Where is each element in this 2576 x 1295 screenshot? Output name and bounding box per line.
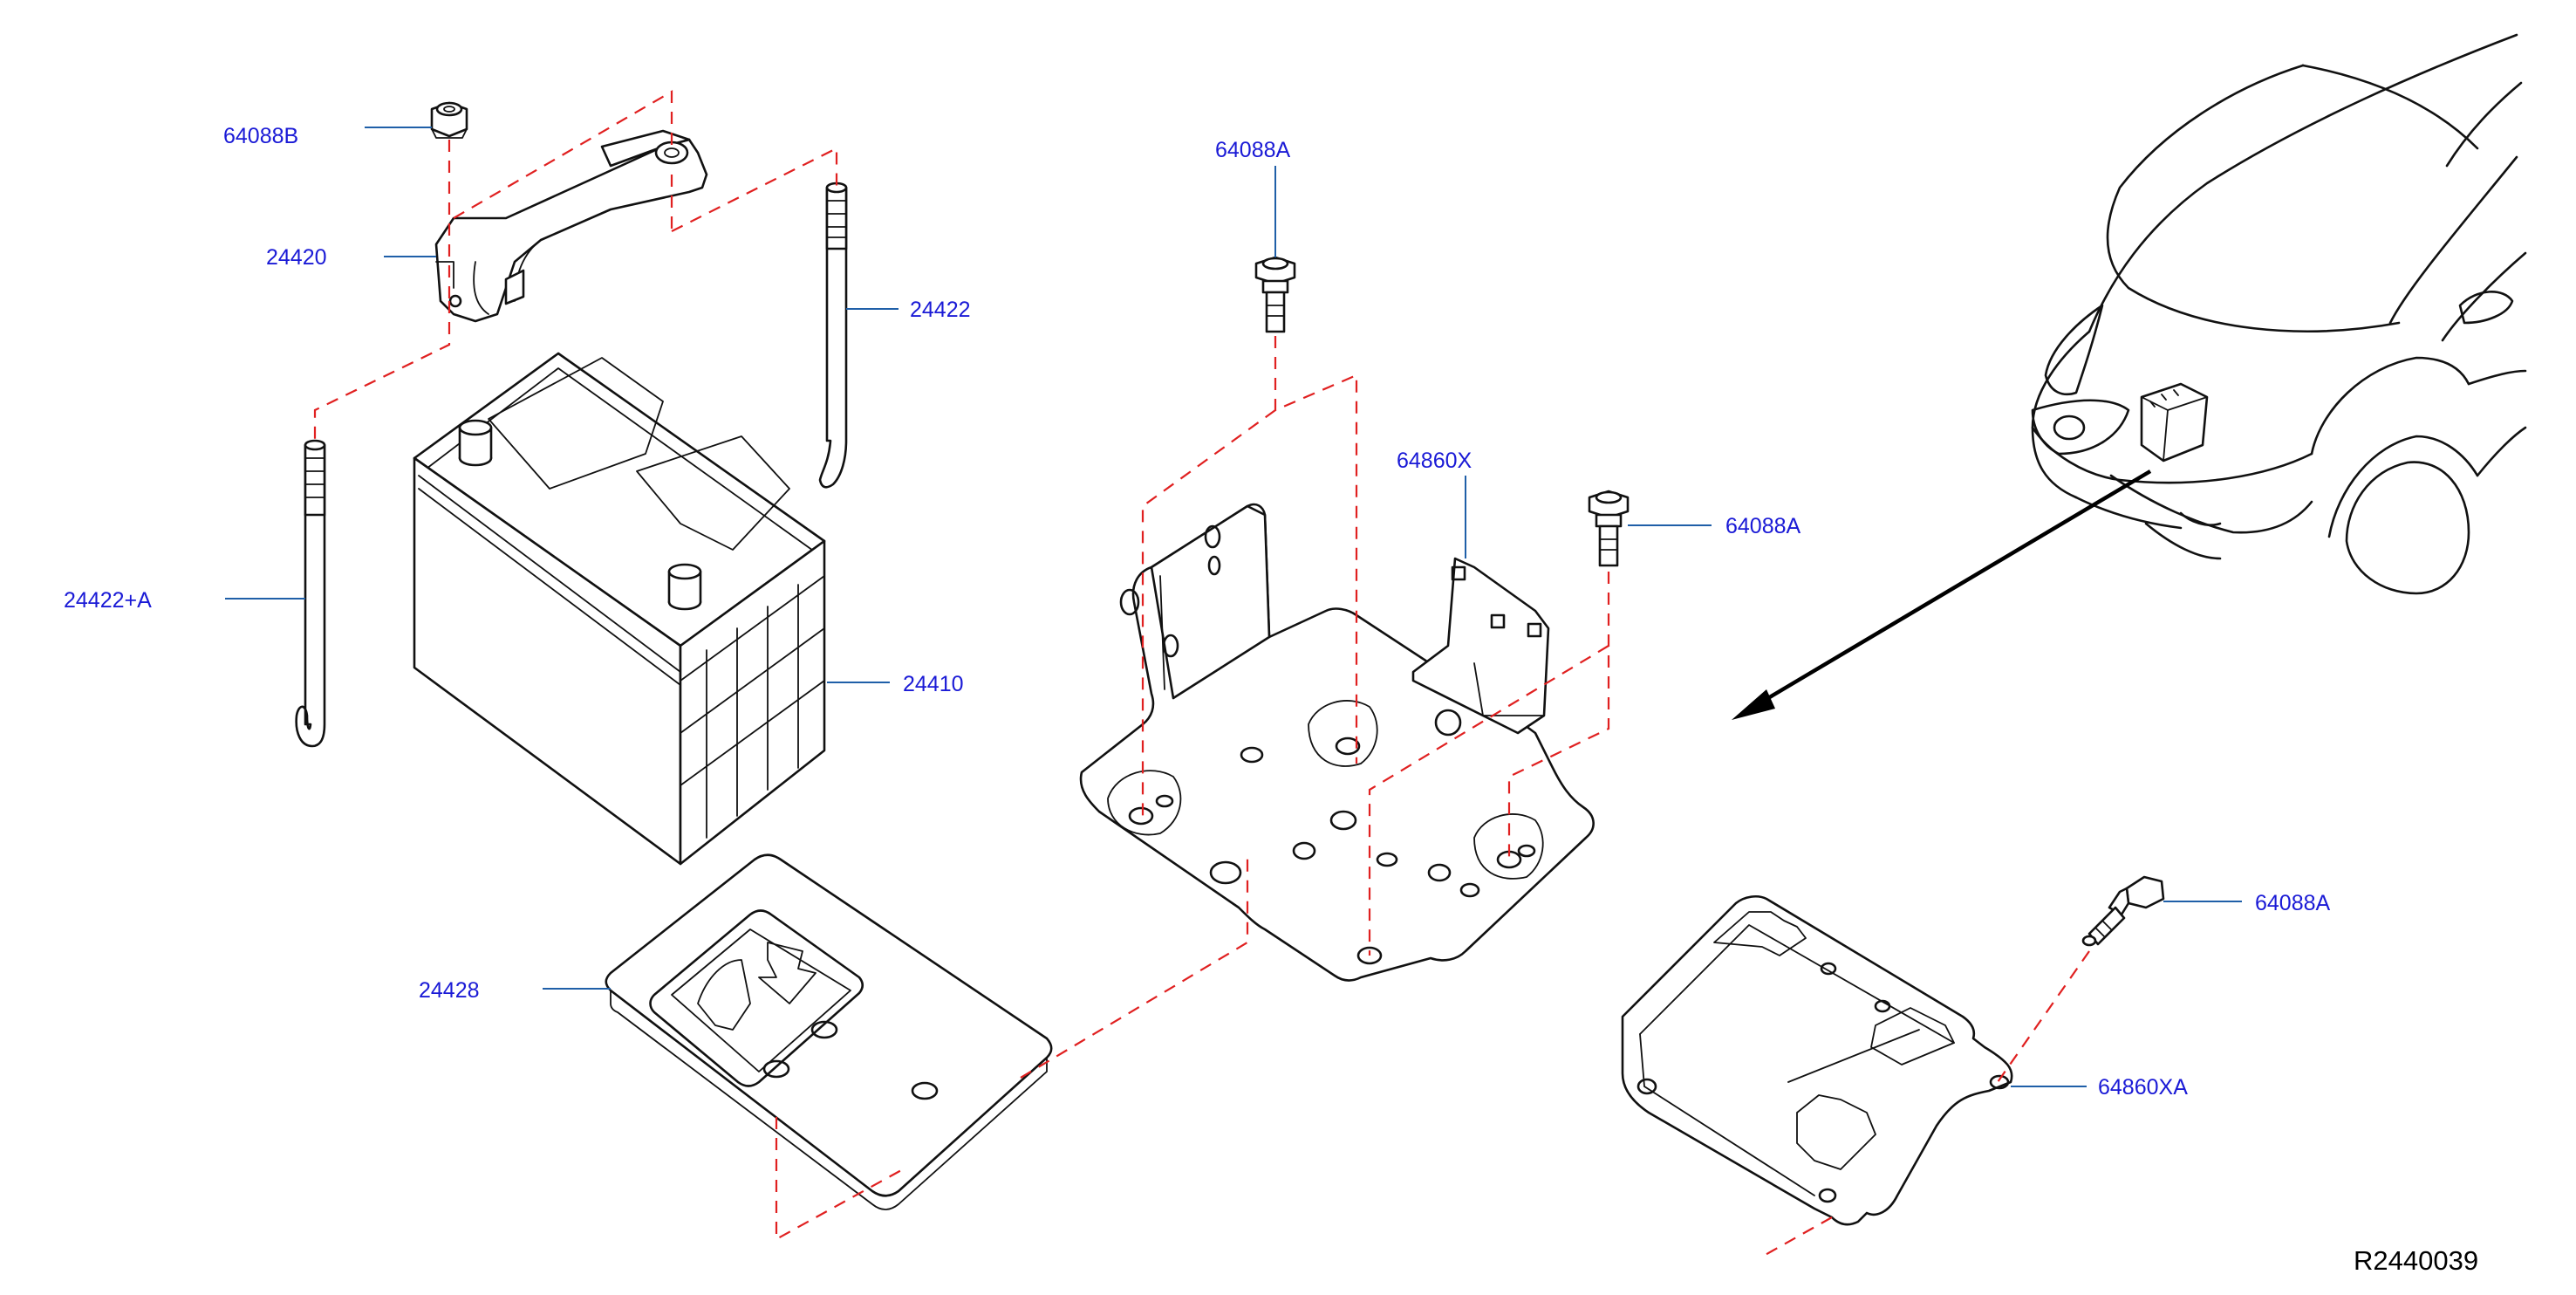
bolt-64088A-low	[2081, 875, 2165, 947]
callout-64088A-mid: 64088A	[1725, 514, 1801, 538]
diagram-reference-code: R2440039	[2354, 1245, 2478, 1276]
callout-64088A-top: 64088A	[1215, 138, 1291, 162]
hold-down-clamp-24420	[434, 129, 708, 323]
callout-64860XA: 64860XA	[2098, 1075, 2188, 1100]
callout-24422: 24422	[910, 298, 971, 322]
battery-24410	[413, 352, 826, 866]
battery-terminal-right	[667, 563, 702, 611]
callout-24420: 24420	[266, 245, 327, 270]
location-arrow	[1732, 469, 2152, 720]
bolt-64088A-top	[1254, 256, 1296, 333]
callout-24428: 24428	[419, 978, 480, 1003]
callout-64088B: 64088B	[223, 124, 298, 148]
callout-64860X: 64860X	[1397, 449, 1472, 473]
rod-24422	[818, 182, 848, 489]
nut-64088B	[430, 101, 468, 139]
callout-64088A-low: 64088A	[2255, 891, 2331, 915]
rod-24422A	[295, 439, 326, 748]
cover-64860XA	[1621, 894, 2013, 1226]
battery-terminal-left	[458, 419, 493, 467]
callout-24410: 24410	[903, 672, 964, 696]
tray-pad-24428	[605, 853, 1053, 1210]
callout-24422-plus-a: 24422+A	[64, 588, 152, 613]
callout-labels: 64088B 24420 24422 24422+A 24410 24428 6…	[64, 124, 2331, 1100]
bolt-64088A-mid	[1588, 490, 1630, 567]
bracket-64860X	[1079, 503, 1595, 982]
alignment-lines	[313, 90, 2090, 1257]
vehicle-location-illustration	[2031, 33, 2527, 595]
leader-lines	[225, 127, 2242, 1087]
